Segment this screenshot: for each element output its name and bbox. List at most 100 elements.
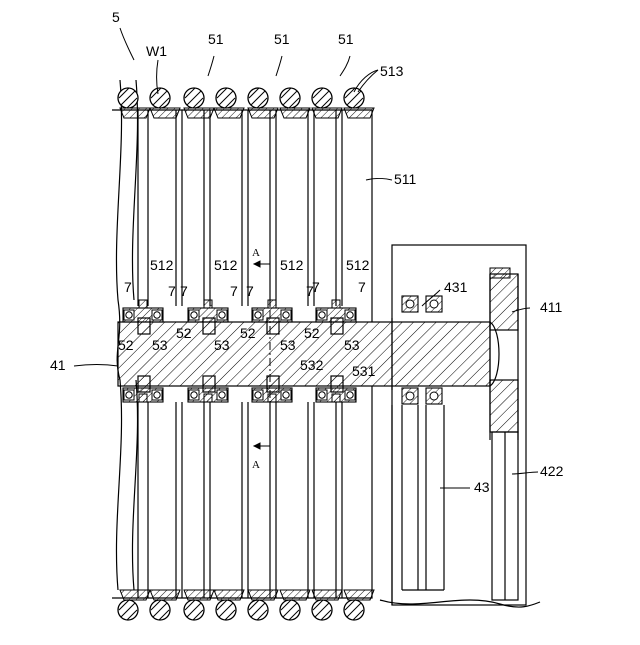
label-wire-w1: W1 [146, 43, 167, 59]
label-key-53: 53 [280, 337, 296, 353]
label-hub-512: 512 [150, 257, 174, 273]
label-bearing-7: 7 [230, 283, 238, 299]
label-bearing-7: 7 [124, 279, 132, 295]
bearing-ball [255, 392, 261, 398]
wire-w1-section [312, 88, 332, 108]
label-spacer-52: 52 [240, 325, 256, 341]
key-53 [203, 376, 215, 392]
label-gear-411: 411 [540, 299, 563, 315]
key-53 [267, 376, 279, 392]
key-53 [138, 318, 150, 334]
bearing-ball [126, 392, 132, 398]
bearing-ball [255, 312, 261, 318]
wire-w1-section [118, 88, 138, 108]
label-assembly-5: 5 [112, 9, 120, 25]
groove-rim-lower [184, 590, 214, 600]
label-pulley-51: 51 [208, 31, 224, 47]
bearing-ball [406, 300, 414, 308]
wire-w1-section-lower [150, 600, 170, 620]
label-key-53: 53 [152, 337, 168, 353]
label-hub-512: 512 [214, 257, 238, 273]
wire-w1-section-lower [280, 600, 300, 620]
groove-rim [184, 108, 214, 118]
label-hub-512: 512 [346, 257, 370, 273]
label-key-53: 53 [344, 337, 360, 353]
hub-stem [139, 300, 147, 308]
bearing-ball [283, 312, 289, 318]
groove-rim [120, 108, 150, 118]
label-bearing-7: 7 [246, 283, 254, 299]
label-hub-512: 512 [280, 257, 304, 273]
label-key-53: 53 [214, 337, 230, 353]
bearing-ball [430, 300, 438, 308]
gear-411 [490, 268, 518, 432]
groove-rim [280, 108, 310, 118]
bearing-ball [319, 312, 325, 318]
label-bearing-431: 431 [444, 279, 468, 295]
key-53 [267, 318, 279, 334]
key-53 [138, 376, 150, 392]
wire-w1-section-lower [118, 600, 138, 620]
label-groove-513: 513 [380, 63, 404, 79]
bearing-ball [219, 392, 225, 398]
wire-w1-section [216, 88, 236, 108]
label-shaft-41: 41 [50, 357, 66, 373]
bearing-ball [319, 392, 325, 398]
bearing-ball [191, 392, 197, 398]
label-keyway-531: 531 [352, 363, 376, 379]
bearing-ball [154, 312, 160, 318]
key-53 [203, 318, 215, 334]
break-line-bottom [380, 600, 540, 607]
bearing-ball [191, 312, 197, 318]
groove-rim [344, 108, 374, 118]
groove-rim-lower [120, 590, 150, 600]
wire-w1-section-lower [248, 600, 268, 620]
bearing-ball [126, 312, 132, 318]
label-bearing-7: 7 [312, 279, 320, 295]
label-section-a: A [252, 247, 260, 259]
label-section-a: A [252, 459, 260, 471]
label-pulley-51: 51 [338, 31, 354, 47]
wire-w1-section-lower [216, 600, 236, 620]
bearing-ball [430, 392, 438, 400]
groove-rim-lower [344, 590, 374, 600]
label-bearing-7: 7 [168, 283, 176, 299]
label-spacer-52: 52 [176, 325, 192, 341]
key-53 [331, 318, 343, 334]
groove-rim [150, 108, 180, 118]
break-line-left-inner-lower [132, 380, 137, 590]
wire-w1-section-lower [344, 600, 364, 620]
groove-rim [312, 108, 342, 118]
wire-w1-section-lower [312, 600, 332, 620]
label-pulley-51: 51 [274, 31, 290, 47]
wire-w1-section [280, 88, 300, 108]
groove-rim-lower [280, 590, 310, 600]
bearing-ball [219, 312, 225, 318]
groove-rim [248, 108, 278, 118]
wire-w1-section [184, 88, 204, 108]
bearing-ball [283, 392, 289, 398]
leader-lines [74, 28, 538, 488]
hub-stem [204, 300, 212, 308]
label-spacer-52: 52 [304, 325, 320, 341]
wire-w1-section-lower [184, 600, 204, 620]
groove-rim [214, 108, 244, 118]
bearing-ball [406, 392, 414, 400]
key-53 [331, 376, 343, 392]
bearing-ball [154, 392, 160, 398]
groove-rim-lower [150, 590, 180, 600]
label-frame-511: 511 [394, 171, 417, 187]
wire-w1-section [248, 88, 268, 108]
bearing-ball [347, 312, 353, 318]
label-housing-43: 43 [474, 479, 490, 495]
label-spacer-52: 52 [118, 337, 134, 353]
label-bearing-7: 7 [180, 283, 188, 299]
label-key-532: 532 [300, 357, 324, 373]
groove-rim-lower [214, 590, 244, 600]
hub-stem [268, 300, 276, 308]
groove-rim-lower [312, 590, 342, 600]
label-support-422: 422 [540, 463, 564, 479]
hub-stem [332, 300, 340, 308]
